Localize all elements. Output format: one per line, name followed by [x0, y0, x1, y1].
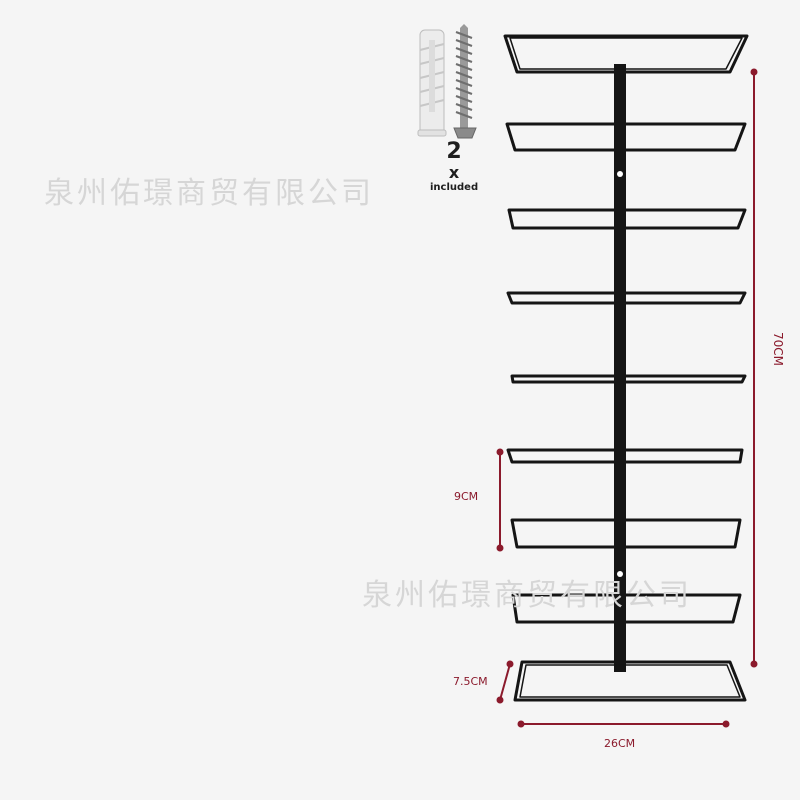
height-dimension-label: 70CM [771, 332, 785, 367]
depth-dimension-line [499, 663, 511, 701]
rack-tier [505, 122, 747, 152]
rack-tier [506, 291, 747, 305]
screw-hole [617, 571, 623, 577]
rack-tier [510, 374, 747, 384]
hardware-count: 2 x included [430, 140, 478, 194]
rack-tier [503, 34, 749, 74]
wall-anchor-icon [417, 29, 447, 137]
screw-hole [617, 171, 623, 177]
watermark-text: 泉州佑璟商贸有限公司 [362, 578, 692, 613]
hardware-count-multiplier: x [448, 163, 460, 182]
anchor-and-screw-icon [417, 24, 477, 139]
depth-dimension-label: 7.5CM [453, 675, 488, 688]
hardware-included-label: included [430, 182, 479, 193]
rack-tier [511, 593, 742, 624]
width-dimension-label: 26CM [604, 737, 636, 750]
hardware-count-number: 2 [446, 139, 462, 164]
rack-tier [519, 664, 741, 698]
watermark-text: 泉州佑璟商贸有限公司 [44, 176, 374, 211]
screw-icon [453, 24, 477, 139]
rack-tier [513, 660, 747, 702]
rack-tier [509, 37, 743, 70]
rack-tier [506, 448, 744, 464]
spacing-dimension-label: 9CM [454, 490, 479, 503]
rack-tier [507, 208, 747, 230]
rack-tier [510, 518, 742, 549]
